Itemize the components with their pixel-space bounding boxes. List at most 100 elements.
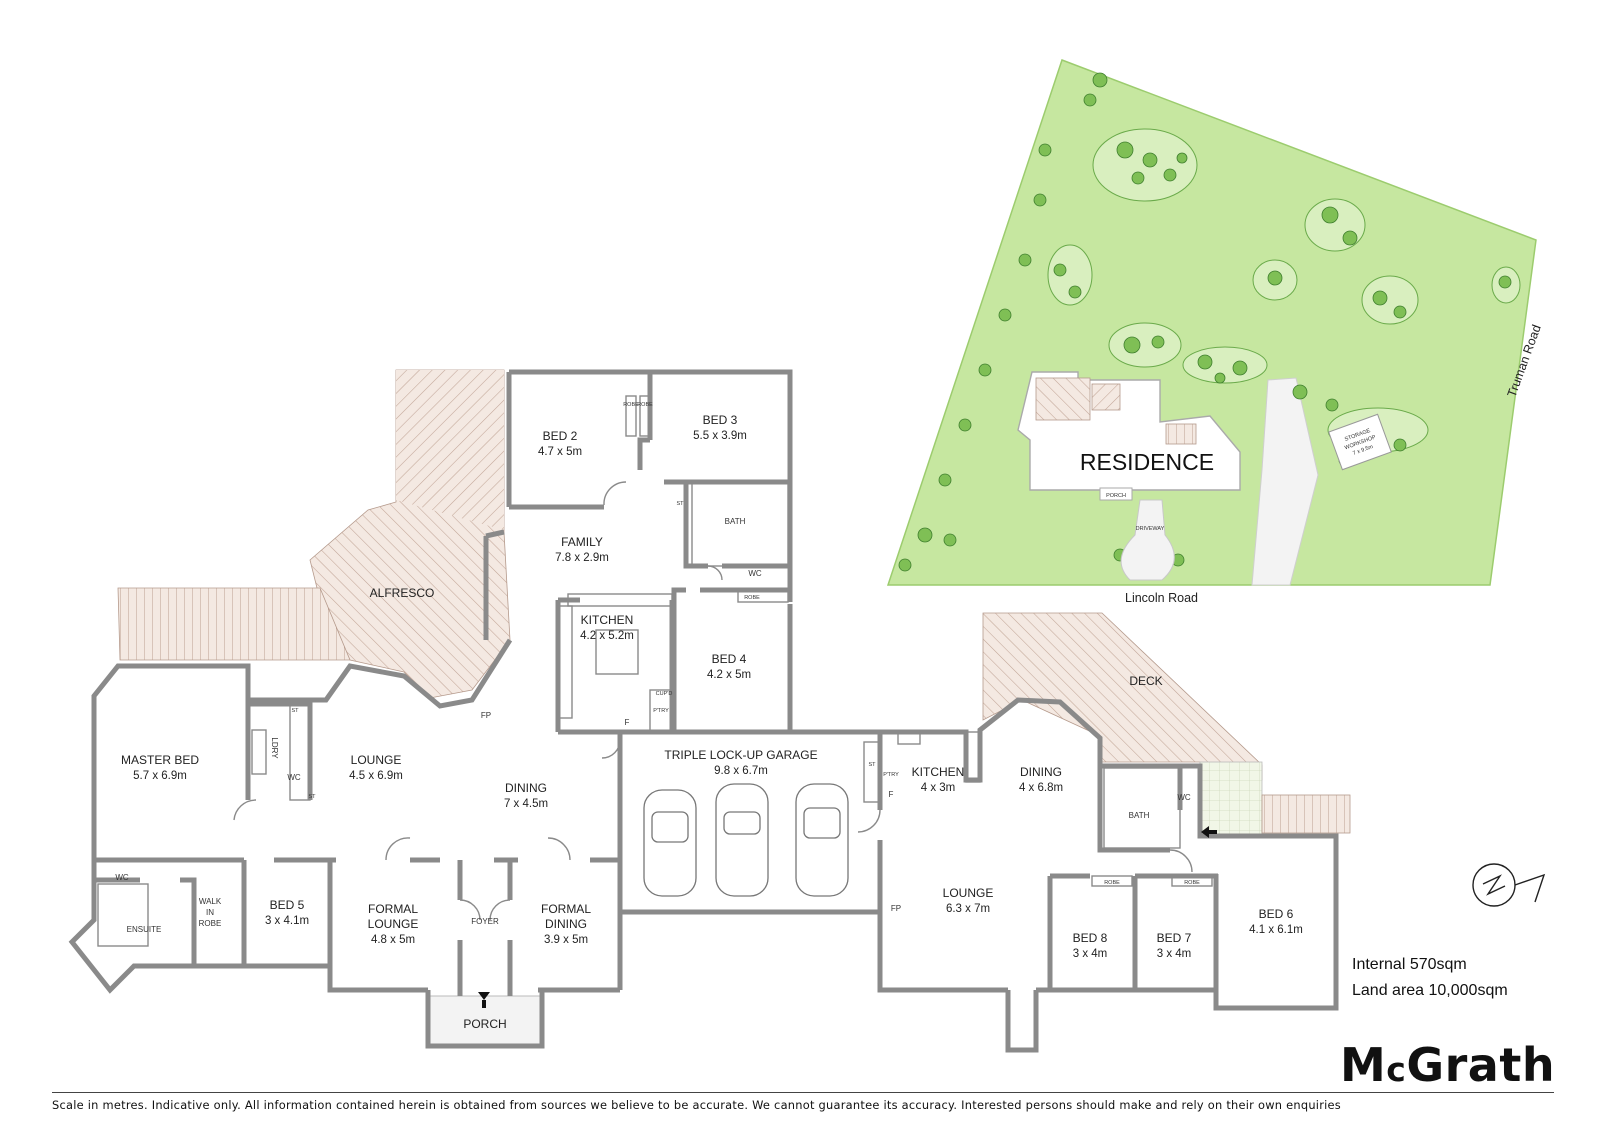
land-area: Land area 10,000sqm	[1352, 982, 1508, 999]
bed5-dim: 3 x 4.1m	[265, 915, 309, 927]
wc-family-label: WC	[748, 569, 762, 578]
st-label: ST	[676, 501, 684, 507]
robe-label: ROBE	[1104, 880, 1120, 886]
garage-label: TRIPLE LOCK-UP GARAGE	[664, 748, 817, 762]
bed8-dim: 3 x 4m	[1073, 948, 1108, 960]
dining-right-label: DINING	[1020, 765, 1062, 779]
lincoln-road-label: Lincoln Road	[1125, 591, 1198, 605]
land-lot	[886, 59, 1537, 586]
garage-cars	[643, 783, 849, 897]
bed5-label: BED 5	[270, 898, 305, 912]
site-driveway-label: DRIVEWAY	[1136, 526, 1165, 532]
fp-label: FP	[891, 904, 901, 913]
internal-area: Internal 570sqm	[1352, 956, 1467, 973]
dining-left-dim: 7 x 4.5m	[504, 798, 548, 810]
st-label: ST	[291, 708, 299, 714]
f-label: F	[625, 718, 630, 727]
decks	[117, 369, 1351, 1047]
alfresco-deck-b	[396, 370, 504, 530]
bed3-label: BED 3	[703, 413, 738, 427]
dining-right-dim: 4 x 6.8m	[1019, 782, 1063, 794]
robe-label: ROBE	[637, 402, 653, 408]
dining-left-label: DINING	[505, 781, 547, 795]
logo-rest: Grath	[1406, 1038, 1556, 1092]
right-deck	[982, 612, 1263, 781]
lounge-left-label: LOUNGE	[351, 753, 402, 767]
family-label: FAMILY	[561, 535, 603, 549]
site-porch-label: PORCH	[1106, 493, 1126, 499]
master-bed-dim: 5.7 x 6.9m	[133, 770, 187, 782]
car-icon	[795, 783, 849, 897]
formal-lounge-line2: LOUNGE	[368, 917, 419, 931]
disclaimer-text: Scale in metres. Indicative only. All in…	[52, 1098, 1341, 1112]
ptry-label: P'TRY	[653, 708, 669, 714]
robe-label: ROBE	[623, 402, 639, 408]
bed4-label: BED 4	[712, 652, 747, 666]
walls-right	[620, 697, 1339, 1053]
footer-divider	[52, 1092, 1554, 1093]
fixture-labels: ROBE ROBE ROBE ROBE ROBE ST ST ST ST P'T…	[291, 402, 1200, 913]
kitchen-left-label: KITCHEN	[581, 613, 634, 627]
storage-workshop: STORAGE WORKSHOP 7 x 9.5m	[1328, 413, 1392, 471]
bed6-dim: 4.1 x 6.1m	[1249, 924, 1303, 936]
kitchen-right-dim: 4 x 3m	[921, 782, 956, 794]
master-deck	[117, 587, 351, 661]
kitchen-right-label: KITCHEN	[912, 765, 965, 779]
family-dim: 7.8 x 2.9m	[555, 552, 609, 564]
bed2-label: BED 2	[543, 429, 578, 443]
st-label: ST	[868, 762, 876, 768]
bed4-dim: 4.2 x 5m	[707, 669, 751, 681]
car-icon	[643, 789, 697, 897]
robe-label: ROBE	[744, 595, 760, 601]
porch-label: PORCH	[463, 1017, 506, 1031]
logo-m: M	[1340, 1038, 1387, 1092]
ptry-label: P'TRY	[883, 772, 899, 778]
site-residence-label: RESIDENCE	[1080, 449, 1214, 475]
bath-left-label: BATH	[725, 517, 746, 526]
wc-right-label: WC	[1177, 793, 1191, 802]
master-bed-label: MASTER BED	[121, 753, 199, 767]
ensuite-label: ENSUITE	[127, 925, 162, 934]
formal-lounge-line1: FORMAL	[368, 902, 418, 916]
formal-dining-dim: 3.9 x 5m	[544, 934, 588, 946]
bed7-label: BED 7	[1157, 931, 1192, 945]
formal-dining-line2: DINING	[545, 917, 587, 931]
cupd-label: CUP'D	[656, 691, 673, 697]
right-deck-tiles	[1199, 761, 1263, 835]
walk-in-robe-line1: WALK	[199, 897, 222, 906]
bed6-label: BED 6	[1259, 907, 1294, 921]
walk-in-robe-line3: ROBE	[199, 919, 222, 928]
kitchen-left-dim: 4.2 x 5.2m	[580, 630, 634, 642]
alfresco-label: ALFRESCO	[370, 586, 435, 600]
garage-dim: 9.8 x 6.7m	[714, 765, 768, 777]
site-residence	[1017, 371, 1241, 581]
walk-in-robe-line2: IN	[206, 908, 214, 917]
lounge-left-dim: 4.5 x 6.9m	[349, 770, 403, 782]
fixtures-lines	[97, 395, 1213, 947]
bed2-dim: 4.7 x 5m	[538, 446, 582, 458]
lounge-right-dim: 6.3 x 7m	[946, 903, 990, 915]
room-labels: BED 2 4.7 x 5m BED 3 5.5 x 3.9m FAMILY 7…	[115, 413, 1303, 1031]
logo-c: c	[1386, 1050, 1407, 1089]
entry-arrow-icon	[478, 826, 1217, 1008]
wc-ensuite-label: WC	[115, 873, 129, 882]
foyer-label: FOYER	[471, 917, 499, 926]
site-plan: RESIDENCE PORCH DRIVEWAY STORAGE WORKSHO…	[886, 59, 1544, 605]
bath-right-label: BATH	[1129, 811, 1150, 820]
side-driveway	[1251, 377, 1319, 586]
bed8-label: BED 8	[1073, 931, 1108, 945]
north-arrow-icon	[1472, 863, 1546, 907]
fp-label: FP	[481, 711, 491, 720]
ldry-label: LDRY	[270, 737, 279, 759]
formal-lounge-dim: 4.8 x 5m	[371, 934, 415, 946]
f-label: F	[889, 790, 894, 799]
deck-label: DECK	[1129, 674, 1162, 688]
side-deck	[1261, 794, 1351, 834]
st-label: ST	[308, 794, 316, 800]
mcgrath-logo: McGrath	[1340, 1038, 1555, 1092]
bed3-dim: 5.5 x 3.9m	[693, 430, 747, 442]
robe-label: ROBE	[1184, 880, 1200, 886]
wc-ldry-label: WC	[287, 773, 301, 782]
lounge-right-label: LOUNGE	[943, 886, 994, 900]
